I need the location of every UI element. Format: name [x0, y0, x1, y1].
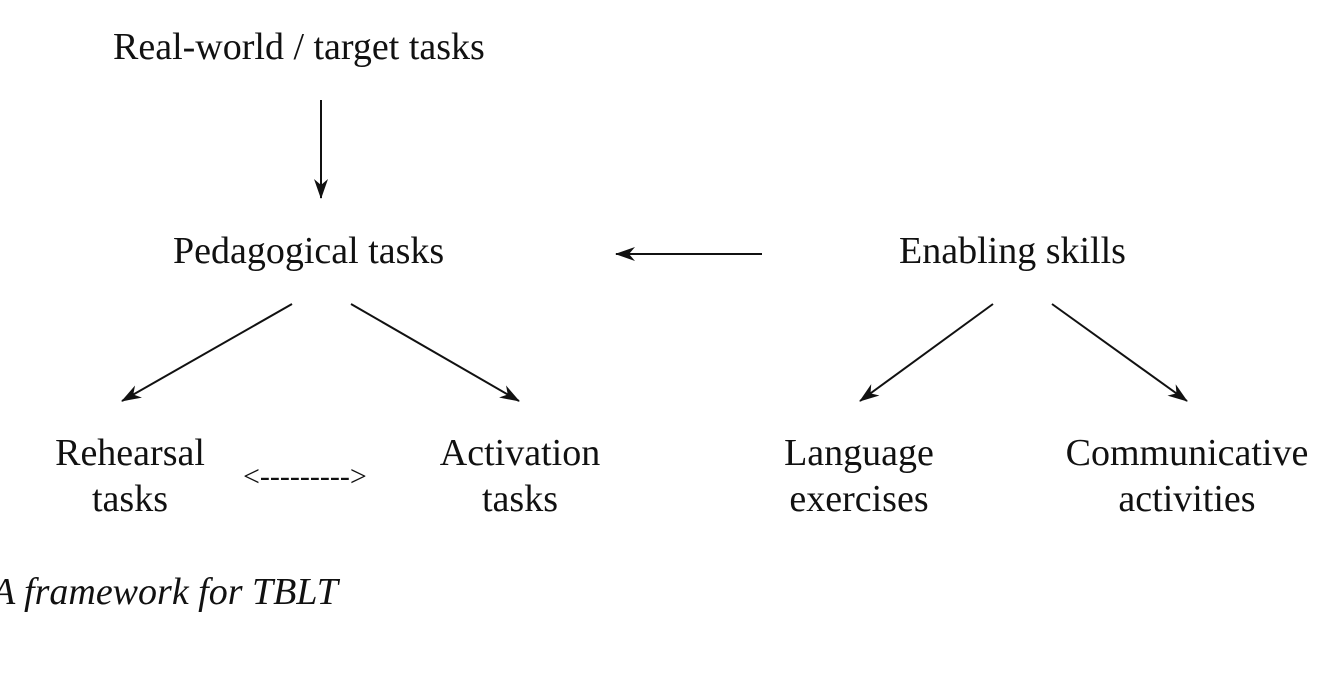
- node-rehearsal-tasks: Rehearsal tasks: [30, 430, 230, 522]
- node-pedagogical-tasks: Pedagogical tasks: [173, 228, 444, 274]
- node-rehearsal-line2: tasks: [92, 478, 168, 520]
- node-language-exercises: Language exercises: [759, 430, 959, 522]
- node-language-line2: exercises: [789, 478, 929, 520]
- node-communicative-line2: activities: [1118, 478, 1256, 520]
- arrow-enabling-to-language: [859, 303, 994, 402]
- node-communicative-activities: Communicative activities: [1052, 430, 1322, 522]
- node-language-line1: Language: [784, 432, 934, 474]
- rehearsal-activation-bidirectional-link: <--------->: [243, 460, 367, 494]
- bidirectional-link-text: <--------->: [243, 460, 367, 493]
- node-activation-tasks: Activation tasks: [420, 430, 620, 522]
- node-rehearsal-line1: Rehearsal: [55, 432, 205, 474]
- arrow-enabling-to-communicative: [1051, 303, 1188, 402]
- node-activation-line2: tasks: [482, 478, 558, 520]
- node-enabling-skills-text: Enabling skills: [899, 230, 1126, 272]
- figure-caption-text: A framework for TBLT: [0, 571, 338, 613]
- node-communicative-line1: Communicative: [1065, 432, 1309, 474]
- node-activation-line1: Activation: [439, 432, 601, 474]
- node-enabling-skills: Enabling skills: [899, 228, 1126, 274]
- node-real-world-target-tasks: Real-world / target tasks: [113, 24, 485, 70]
- arrow-pedagogical-to-rehearsal: [121, 303, 293, 402]
- figure-caption: A framework for TBLT: [0, 570, 338, 614]
- node-real-world-target-tasks-text: Real-world / target tasks: [113, 26, 485, 68]
- node-pedagogical-tasks-text: Pedagogical tasks: [173, 230, 445, 272]
- arrow-pedagogical-to-activation: [350, 303, 520, 402]
